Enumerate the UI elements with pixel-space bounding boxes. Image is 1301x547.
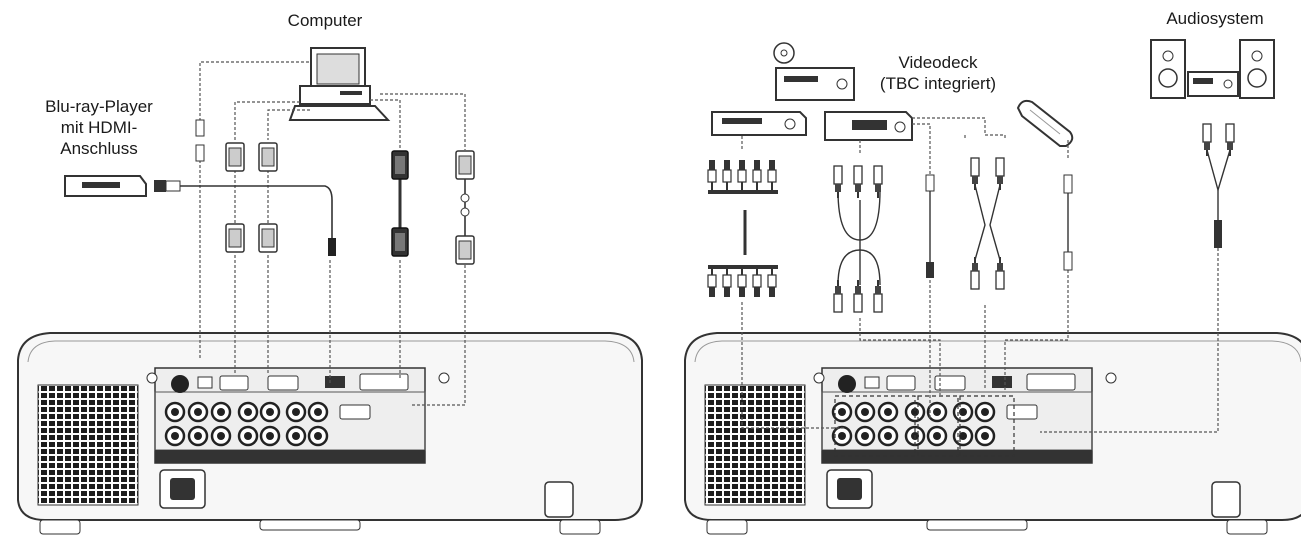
cables-right bbox=[741, 117, 1219, 433]
label-bluray: Blu-ray-Player mit HDMI- Anschluss bbox=[34, 96, 164, 159]
bluray-player-icon bbox=[64, 175, 147, 197]
label-computer: Computer bbox=[287, 11, 363, 30]
label-videodeck-line1: Videodeck bbox=[898, 53, 978, 72]
cables-right-solid bbox=[743, 149, 1231, 286]
label-bluray-line2: mit HDMI- bbox=[60, 118, 138, 137]
connectors-right bbox=[707, 123, 1235, 313]
label-videodeck: Videodeck (TBC integriert) bbox=[858, 52, 1018, 94]
desktop-computer-icon bbox=[288, 47, 391, 121]
cables-left-solid bbox=[180, 175, 466, 240]
projector-left bbox=[18, 333, 642, 534]
stereo-system-icon bbox=[1150, 39, 1275, 99]
remote-control-icon bbox=[1016, 99, 1074, 147]
cables-left bbox=[199, 61, 466, 406]
label-bluray-line1: Blu-ray-Player bbox=[45, 97, 153, 116]
label-bluray-line3: Anschluss bbox=[60, 139, 138, 158]
label-audiosystem: Audiosystem bbox=[1166, 9, 1264, 28]
dvd-player-icon bbox=[773, 42, 855, 101]
vcr-icon bbox=[711, 111, 807, 136]
label-videodeck-line2: (TBC integriert) bbox=[879, 74, 997, 93]
connectors-left bbox=[154, 119, 475, 265]
input-highlights bbox=[834, 395, 1015, 457]
projector-right bbox=[685, 333, 1301, 534]
videodeck-icon bbox=[824, 111, 913, 141]
